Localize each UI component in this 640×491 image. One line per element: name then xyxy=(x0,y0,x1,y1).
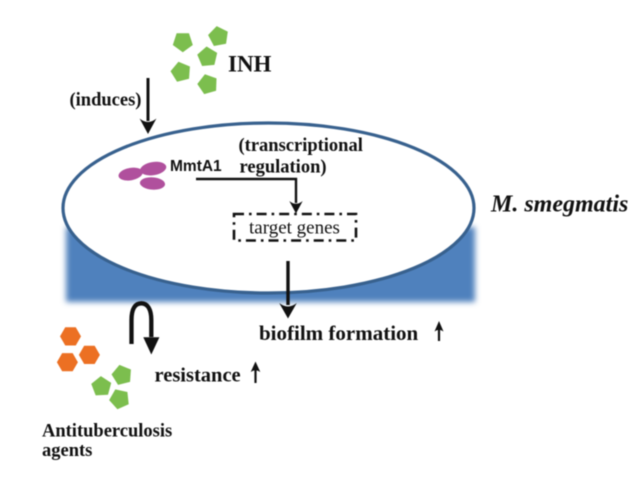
svg-text:(transcriptional: (transcriptional xyxy=(239,136,363,156)
svg-text:M. smegmatis: M. smegmatis xyxy=(490,192,628,218)
svg-text:INH: INH xyxy=(228,52,272,77)
svg-text:Antituberculosis: Antituberculosis xyxy=(42,422,172,442)
svg-text:agents: agents xyxy=(42,441,92,461)
svg-text:(induces): (induces) xyxy=(70,91,142,111)
svg-text:resistance: resistance xyxy=(155,365,241,387)
svg-text:regulation): regulation) xyxy=(240,158,327,178)
svg-text:target genes: target genes xyxy=(249,218,340,239)
svg-text:biofilm formation: biofilm formation xyxy=(259,321,419,345)
svg-text:MmtA1: MmtA1 xyxy=(170,158,222,175)
